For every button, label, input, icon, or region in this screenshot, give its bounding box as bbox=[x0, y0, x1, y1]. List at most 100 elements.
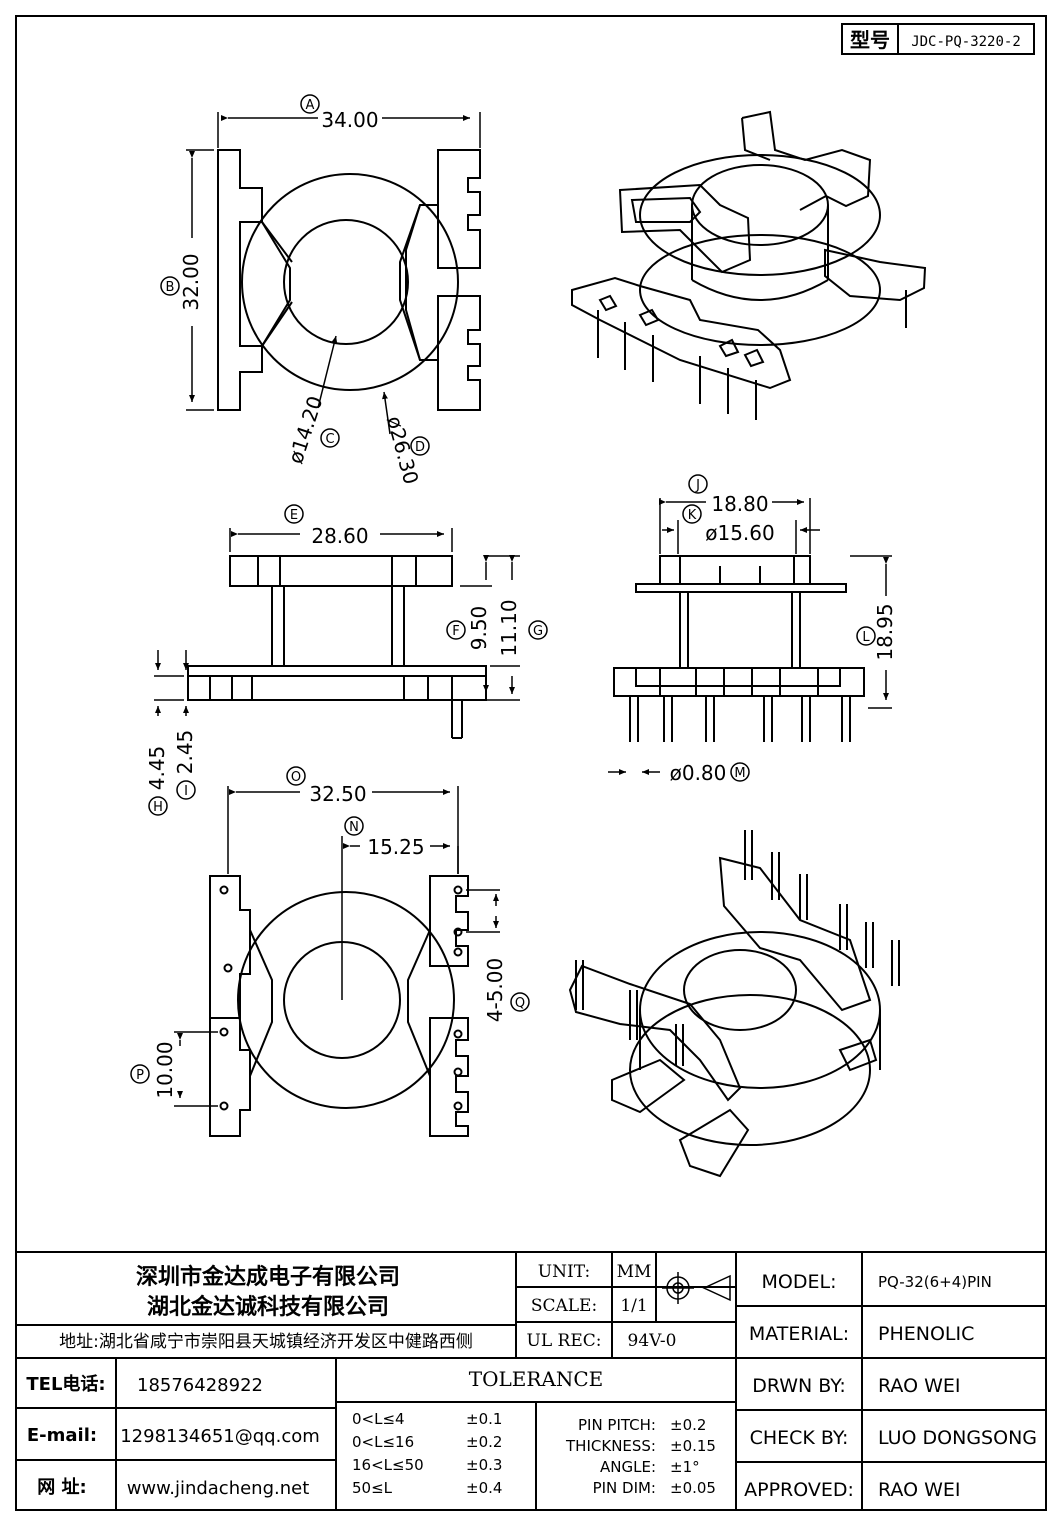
dim-C: ø14.20 C bbox=[283, 393, 340, 467]
dim-P-value: 10.00 bbox=[153, 1041, 177, 1098]
top-view bbox=[217, 149, 481, 411]
svg-text:A: A bbox=[306, 98, 315, 113]
svg-text:L: L bbox=[862, 630, 870, 645]
info-block: MODEL: PQ-32(6+4)PIN MATERIAL: PHENOLIC … bbox=[744, 1271, 1037, 1501]
tol-range-3: 16<L≤50 bbox=[352, 1456, 424, 1474]
tol-range-1: 0<L≤4 bbox=[352, 1410, 405, 1428]
dim-E: E 28.60 bbox=[284, 504, 369, 548]
front-view bbox=[187, 555, 487, 739]
dim-N-value: 15.25 bbox=[367, 835, 424, 859]
bottom-view-dims bbox=[174, 786, 500, 1107]
drawn-value: RAO WEI bbox=[878, 1375, 961, 1397]
dim-M-value: ø0.80 bbox=[670, 761, 727, 785]
drawn-label: DRWN BY: bbox=[752, 1375, 846, 1397]
tol-value-4: ±0.4 bbox=[466, 1479, 502, 1497]
svg-text:H: H bbox=[153, 800, 163, 815]
tol-value-3: ±0.3 bbox=[466, 1456, 502, 1474]
svg-text:D: D bbox=[415, 440, 425, 455]
dim-H-value: 4.45 bbox=[145, 746, 169, 791]
ulrec-label: UL REC: bbox=[527, 1331, 602, 1351]
svg-text:Q: Q bbox=[515, 996, 525, 1011]
ulrec-value: 94V-0 bbox=[628, 1331, 677, 1351]
top-view-dims bbox=[186, 112, 481, 435]
tolerance-title: TOLERANCE bbox=[469, 1367, 604, 1391]
dim-D: ø26.30 D bbox=[382, 414, 430, 487]
model-box-value: JDC-PQ-3220-2 bbox=[911, 34, 1021, 50]
dim-P: P 10.00 bbox=[130, 1041, 177, 1099]
tol-other-label-4: PIN DIM: bbox=[593, 1479, 656, 1497]
svg-text:B: B bbox=[166, 280, 175, 295]
dim-I: 2.45 I bbox=[173, 730, 197, 800]
side-view-dims bbox=[608, 498, 892, 775]
svg-text:P: P bbox=[136, 1068, 144, 1083]
svg-text:M: M bbox=[734, 766, 745, 781]
model-box-label: 型号 bbox=[850, 28, 890, 52]
title-block bbox=[16, 1251, 1046, 1510]
dim-A: A 34.00 bbox=[300, 94, 379, 132]
dim-F-value: 9.50 bbox=[467, 606, 491, 651]
check-label: CHECK BY: bbox=[750, 1427, 849, 1449]
web-value: www.jindacheng.net bbox=[127, 1478, 310, 1499]
dim-K-value: ø15.60 bbox=[705, 521, 775, 545]
dim-H: 4.45 H bbox=[145, 746, 169, 816]
dim-F: F 9.50 bbox=[446, 606, 491, 651]
dim-J: J 18.80 bbox=[688, 474, 769, 516]
tol-range-4: 50≤L bbox=[352, 1479, 393, 1497]
tol-range-2: 0<L≤16 bbox=[352, 1433, 414, 1451]
tol-other-value-4: ±0.05 bbox=[670, 1479, 716, 1497]
dim-M: ø0.80 M bbox=[670, 761, 750, 785]
svg-text:O: O bbox=[291, 770, 301, 785]
dim-Q: 4-5.00 Q bbox=[483, 958, 530, 1022]
dim-Q-value: 4-5.00 bbox=[483, 958, 507, 1022]
bottom-view bbox=[209, 875, 469, 1137]
model-label: MODEL: bbox=[762, 1271, 837, 1293]
projection-symbol-icon bbox=[662, 1272, 731, 1304]
tolerance-ranges: 0<L≤4 ±0.1 0<L≤16 ±0.2 16<L≤50 ±0.3 50≤L… bbox=[352, 1410, 502, 1497]
company-address: 地址:湖北省咸宁市崇阳县天城镇经济开发区中健路西侧 bbox=[59, 1332, 473, 1352]
tol-other-label-1: PIN PITCH: bbox=[578, 1416, 656, 1434]
dim-O-value: 32.50 bbox=[309, 782, 366, 806]
web-label: 网 址: bbox=[37, 1477, 86, 1498]
scale-value: 1/1 bbox=[620, 1296, 647, 1316]
tol-other-label-2: THICKNESS: bbox=[565, 1437, 656, 1455]
material-value: PHENOLIC bbox=[878, 1323, 974, 1345]
dim-G: 11.10 G bbox=[497, 599, 548, 657]
model-value: PQ-32(6+4)PIN bbox=[878, 1273, 992, 1291]
tol-value-2: ±0.2 bbox=[466, 1433, 502, 1451]
email-value: 1298134651@qq.com bbox=[120, 1426, 320, 1447]
dim-J-value: 18.80 bbox=[711, 492, 768, 516]
dim-O: O 32.50 bbox=[286, 766, 367, 806]
company-name-1: 深圳市金达成电子有限公司 bbox=[136, 1264, 400, 1290]
check-value: LUO DONGSONG bbox=[878, 1427, 1037, 1449]
side-view bbox=[613, 555, 865, 742]
dim-L-value: 18.95 bbox=[873, 603, 897, 660]
dim-A-value: 34.00 bbox=[321, 108, 378, 132]
tol-other-value-3: ±1° bbox=[670, 1458, 700, 1476]
dim-G-value: 11.10 bbox=[497, 599, 521, 656]
svg-text:E: E bbox=[290, 508, 298, 523]
unit-label: UNIT: bbox=[538, 1262, 590, 1282]
sheet-border bbox=[15, 15, 1047, 1511]
svg-text:G: G bbox=[533, 624, 543, 639]
tel-value: 18576428922 bbox=[137, 1375, 263, 1396]
tol-other-label-3: ANGLE: bbox=[600, 1458, 656, 1476]
model-number-box: 型号 JDC-PQ-3220-2 bbox=[841, 23, 1035, 55]
dim-N: N 15.25 bbox=[344, 816, 425, 859]
svg-text:I: I bbox=[184, 784, 188, 799]
approved-value: RAO WEI bbox=[878, 1479, 961, 1501]
company-name-2: 湖北金达诚科技有限公司 bbox=[147, 1294, 389, 1320]
svg-text:F: F bbox=[452, 624, 459, 639]
front-view-dims bbox=[154, 528, 520, 716]
dim-B: B 32.00 bbox=[160, 253, 203, 311]
svg-text:J: J bbox=[695, 478, 700, 493]
tol-other-value-1: ±0.2 bbox=[670, 1416, 706, 1434]
svg-text:C: C bbox=[325, 432, 334, 447]
email-label: E-mail: bbox=[27, 1425, 97, 1446]
dim-C-value: ø14.20 bbox=[283, 393, 327, 467]
tol-other-value-2: ±0.15 bbox=[670, 1437, 716, 1455]
dim-K: K ø15.60 bbox=[682, 504, 775, 545]
tel-label: TEL电话: bbox=[26, 1373, 105, 1395]
scale-label: SCALE: bbox=[531, 1296, 597, 1316]
approved-label: APPROVED: bbox=[744, 1479, 854, 1501]
